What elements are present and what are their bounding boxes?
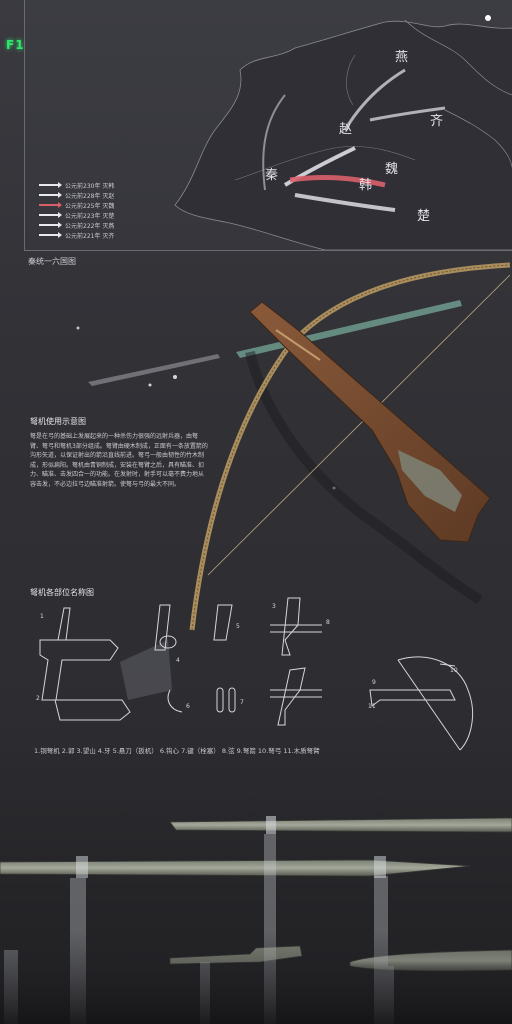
part-number: 1: [40, 613, 44, 620]
exit-sign: F1: [6, 38, 25, 52]
arrow-icon: [39, 212, 62, 218]
state-label: 韩: [359, 178, 373, 193]
legend-label: 公元前225年 灭魏: [65, 202, 115, 210]
legend-item: 公元前230年 灭韩: [39, 180, 114, 190]
acrylic-clip: [374, 856, 386, 878]
usage-diagram-title: 弩机使用示意图: [30, 417, 86, 426]
bronze-sword: [169, 817, 512, 833]
spotlight-dot: [485, 15, 491, 21]
legend-label: 公元前223年 灭楚: [65, 212, 115, 220]
state-label: 燕: [395, 50, 409, 65]
part-number: 5: [236, 623, 240, 630]
arrow-icon: [39, 222, 62, 228]
spotlight-dot: [76, 326, 80, 330]
map-caption: 秦统一六国图: [28, 257, 76, 266]
usage-description: 弩是在弓的基础上发展起来的一种杀伤力很强的远射兵器，由弩臂、弩弓和弩机3部分组成…: [30, 433, 208, 488]
map-legend: 公元前230年 灭韩 公元前228年 灭赵 公元前225年 灭魏 公元前223年…: [39, 180, 114, 240]
legend-label: 公元前221年 灭齐: [65, 232, 115, 240]
parts-diagram-title: 弩机各部位名称图: [30, 588, 94, 597]
legend-item: 公元前228年 灭赵: [39, 190, 114, 200]
part-number: 9: [372, 679, 376, 686]
display-floor: [0, 930, 512, 1024]
state-label: 齐: [430, 114, 444, 129]
legend-item: 公元前222年 灭燕: [39, 220, 114, 230]
spotlight-dot: [148, 383, 152, 387]
legend-item: 公元前223年 灭楚: [39, 210, 114, 220]
arrow-icon: [39, 202, 62, 208]
legend-label: 公元前228年 灭赵: [65, 192, 115, 200]
legend-label: 公元前230年 灭韩: [65, 182, 115, 190]
parts-diagram: [39, 597, 474, 751]
crossbow-artifact: [189, 262, 511, 631]
bow-arm: [189, 262, 511, 631]
acrylic-clip: [266, 816, 276, 834]
state-label: 赵: [339, 122, 353, 137]
part-number: 4: [176, 657, 180, 664]
part-number: 3: [272, 603, 276, 610]
state-label: 楚: [417, 209, 431, 224]
part-number: 8: [326, 619, 330, 626]
arrow-icon: [39, 232, 62, 238]
trigger-mechanism-sketch: [39, 639, 119, 701]
state-label: 魏: [385, 162, 399, 177]
bronze-swords-display: [0, 816, 512, 1024]
part-number: 10: [450, 667, 458, 674]
part-number: 11: [368, 703, 376, 710]
part-number: 2: [36, 695, 40, 702]
parts-legend-caption: 1.铜弩机 2.郭 3.望山 4.牙 5.悬刀（扳机） 6.钩心 7.键（栓塞）…: [34, 747, 320, 755]
china-map-outline: [174, 19, 512, 250]
bowstring: [207, 274, 511, 576]
part-number: 6: [186, 703, 190, 710]
spotlight-dot: [173, 375, 177, 379]
light-beam: [88, 354, 220, 386]
bronze-trigger-mechanism: [398, 450, 462, 512]
arrow-icon: [39, 182, 62, 188]
state-label: 秦: [265, 168, 279, 183]
part-number: 7: [240, 699, 244, 706]
trigger-housing-sketch: [54, 699, 131, 721]
arrow-icon: [39, 192, 62, 198]
bronze-sword: [0, 859, 471, 877]
part-number-labels: 1 2 3 4 5 6 7 8 9 10 11: [36, 603, 458, 710]
legend-item: 公元前225年 灭魏: [39, 200, 114, 210]
legend-item: 公元前221年 灭齐: [39, 230, 114, 240]
unification-map-panel: 燕 齐 赵 魏 秦 韩 楚 公元前230年 灭韩 公元前228年 灭赵 公元前2…: [24, 0, 512, 251]
acrylic-clip: [76, 856, 88, 878]
legend-label: 公元前222年 灭燕: [65, 222, 115, 230]
